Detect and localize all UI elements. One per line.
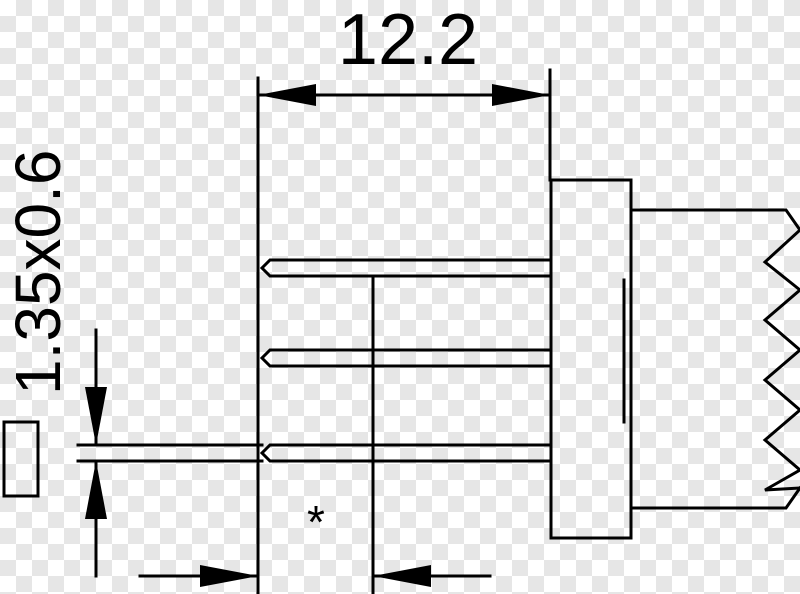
square-pin-symbol — [2, 420, 40, 498]
pin-2 — [259, 348, 552, 368]
note-asterisk: * — [307, 496, 325, 548]
pin-size-label: 1.35x0.6 — [2, 149, 74, 395]
pin-thickness-dimension — [76, 328, 264, 578]
arrowhead-left — [258, 84, 316, 106]
pin-3 — [259, 443, 552, 463]
bottom-arrowhead-left — [200, 565, 258, 587]
component-body — [549, 178, 800, 540]
top-dimension: 12.2 — [256, 0, 552, 594]
width-dimension-label: 12.2 — [338, 0, 478, 80]
thickness-arrowhead-top — [85, 387, 107, 445]
arrowhead-right — [492, 84, 550, 106]
housing-block — [549, 178, 633, 540]
bottom-dimension: * — [138, 496, 492, 587]
shaft-top-edge — [629, 208, 800, 233]
pins — [259, 258, 552, 463]
bottom-arrowhead-right — [373, 565, 431, 587]
shaft-bottom-edge — [629, 485, 800, 510]
thickness-arrowhead-bottom — [85, 461, 107, 519]
pin-1 — [259, 258, 552, 278]
knurled-edge — [762, 227, 800, 492]
